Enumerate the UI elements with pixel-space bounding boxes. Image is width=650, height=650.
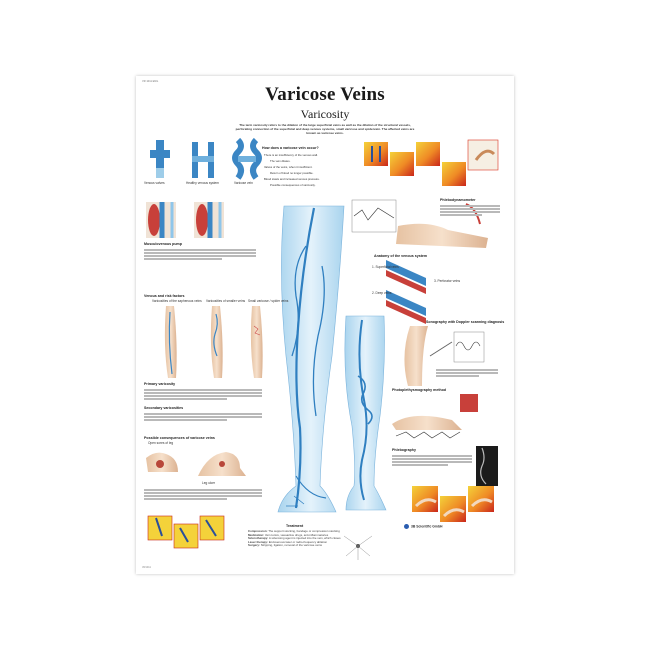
- label-saphenous: Varicosities of the saphenous veins: [152, 299, 202, 303]
- cause-item: The vein dilates.: [270, 159, 291, 163]
- vein-anatomy-illustration: [386, 260, 426, 324]
- label-leg-ulcer: Leg ulcer: [202, 481, 216, 485]
- secondary-varicosities-text: [144, 412, 262, 422]
- heading-secondary-varicosities: Secondary varicosities: [144, 406, 184, 410]
- label-superficial-veins: 1. Superficial veins: [372, 265, 399, 269]
- healthy-vein-illustration: [192, 142, 214, 178]
- venous-valves-illustration: [150, 140, 170, 178]
- central-leg-veins-illustration: [277, 205, 345, 513]
- heading-treatment: Treatment: [286, 524, 304, 528]
- product-code: VR 1011 ENG: [142, 80, 159, 83]
- foot-illustration: [146, 452, 246, 476]
- label-venous-valves: Venous valves: [144, 181, 165, 185]
- treatment-item: Laser therapy: Endovenous laser or radio…: [248, 539, 328, 544]
- heading-venous-types: Venous and risk factors: [144, 294, 185, 298]
- treatment-item: Sclerotherapy: A sclerosing agent is inj…: [248, 536, 341, 541]
- doppler-illustration: [404, 326, 485, 386]
- muscle-pump-text: [144, 248, 256, 261]
- heading-skin-consequences: Possible consequences of varicose veins: [144, 436, 215, 440]
- back-leg-veins-illustration: [344, 315, 387, 511]
- poster-subtitle: Varicosity: [300, 107, 350, 121]
- logo-icon: [404, 524, 409, 529]
- cause-item: Valves of the veins, when it insufficien…: [264, 165, 313, 169]
- treatment-diagram: [343, 535, 373, 560]
- heading-anatomy: Anatomy of the venous system: [374, 254, 428, 258]
- label-varicose-vein: Varicose vein: [234, 181, 253, 185]
- intro-text: The term varicosity refers to the dilati…: [235, 123, 415, 136]
- heading-muscle-pump: Musculovenous pump: [144, 242, 182, 246]
- phlebodynamometer-text: [440, 204, 500, 217]
- treatment-item: Surgery: Stripping, ligation, removal of…: [248, 543, 322, 548]
- cause-item: Possible consequences of varicosity.: [270, 183, 316, 187]
- label-spider-veins: Small varicose / spider veins: [248, 299, 289, 303]
- publisher-logo: 3B Scientific GmbH: [404, 524, 442, 529]
- label-smaller-veins: Varicosities of smaller veins: [206, 299, 246, 303]
- poster-title: Varicose Veins: [265, 84, 385, 105]
- heading-primary-varicosity: Primary varicosity: [144, 382, 176, 386]
- footer-code: VR1011: [142, 566, 151, 569]
- cause-item: Return of blood no longer possible.: [270, 171, 314, 175]
- lower-legs-illustration: [164, 306, 263, 378]
- primary-varicosity-text: [144, 388, 262, 401]
- treatment-squares: [412, 486, 494, 522]
- skin-consequences-text: [144, 488, 262, 501]
- treatment-item: Medication: Vein tonics, vasoactive drug…: [248, 532, 329, 537]
- exercise-illustrations: [147, 515, 225, 549]
- plethysmography-illustration: [392, 394, 478, 439]
- label-open-sores: Open sores of leg: [148, 441, 174, 445]
- label-deep-veins: 2. Deep veins: [372, 291, 392, 295]
- phlebodynamometer-illustration: [351, 199, 488, 248]
- cause-item: Blood stasis and increased venous pressu…: [264, 177, 320, 181]
- heading-causes: How does a varicose vein occur?: [262, 146, 319, 150]
- heading-doppler: Sonography with Doppler scanning diagnos…: [426, 320, 505, 324]
- label-perforator-veins: 3. Perforator veins: [434, 279, 461, 283]
- label-healthy-venous-system: Healthy venous system: [186, 181, 219, 185]
- poster: VR 1011 ENG Varicose Veins Varicosity Th…: [136, 76, 514, 574]
- cause-item: There is an insufficiency of the venous …: [264, 153, 318, 157]
- treatment-list: Compression: The support stocking, banda…: [248, 529, 348, 548]
- doppler-text: [436, 368, 498, 378]
- illustrations: [146, 137, 499, 560]
- varicose-vein-illustration: [232, 137, 262, 180]
- heading-plethysmography: Photoplethysmography method: [392, 388, 447, 392]
- heading-phlebography: Phlebography: [392, 448, 416, 452]
- phlebography-image: [476, 446, 498, 486]
- phlebography-text: [392, 454, 472, 467]
- muscle-pump-illustration: [146, 202, 224, 238]
- heading-phlebodynamometer: Phlebodynamometer: [440, 198, 476, 202]
- treatment-item: Compression: The support stocking, banda…: [248, 529, 340, 533]
- risk-factor-squares: [364, 139, 499, 186]
